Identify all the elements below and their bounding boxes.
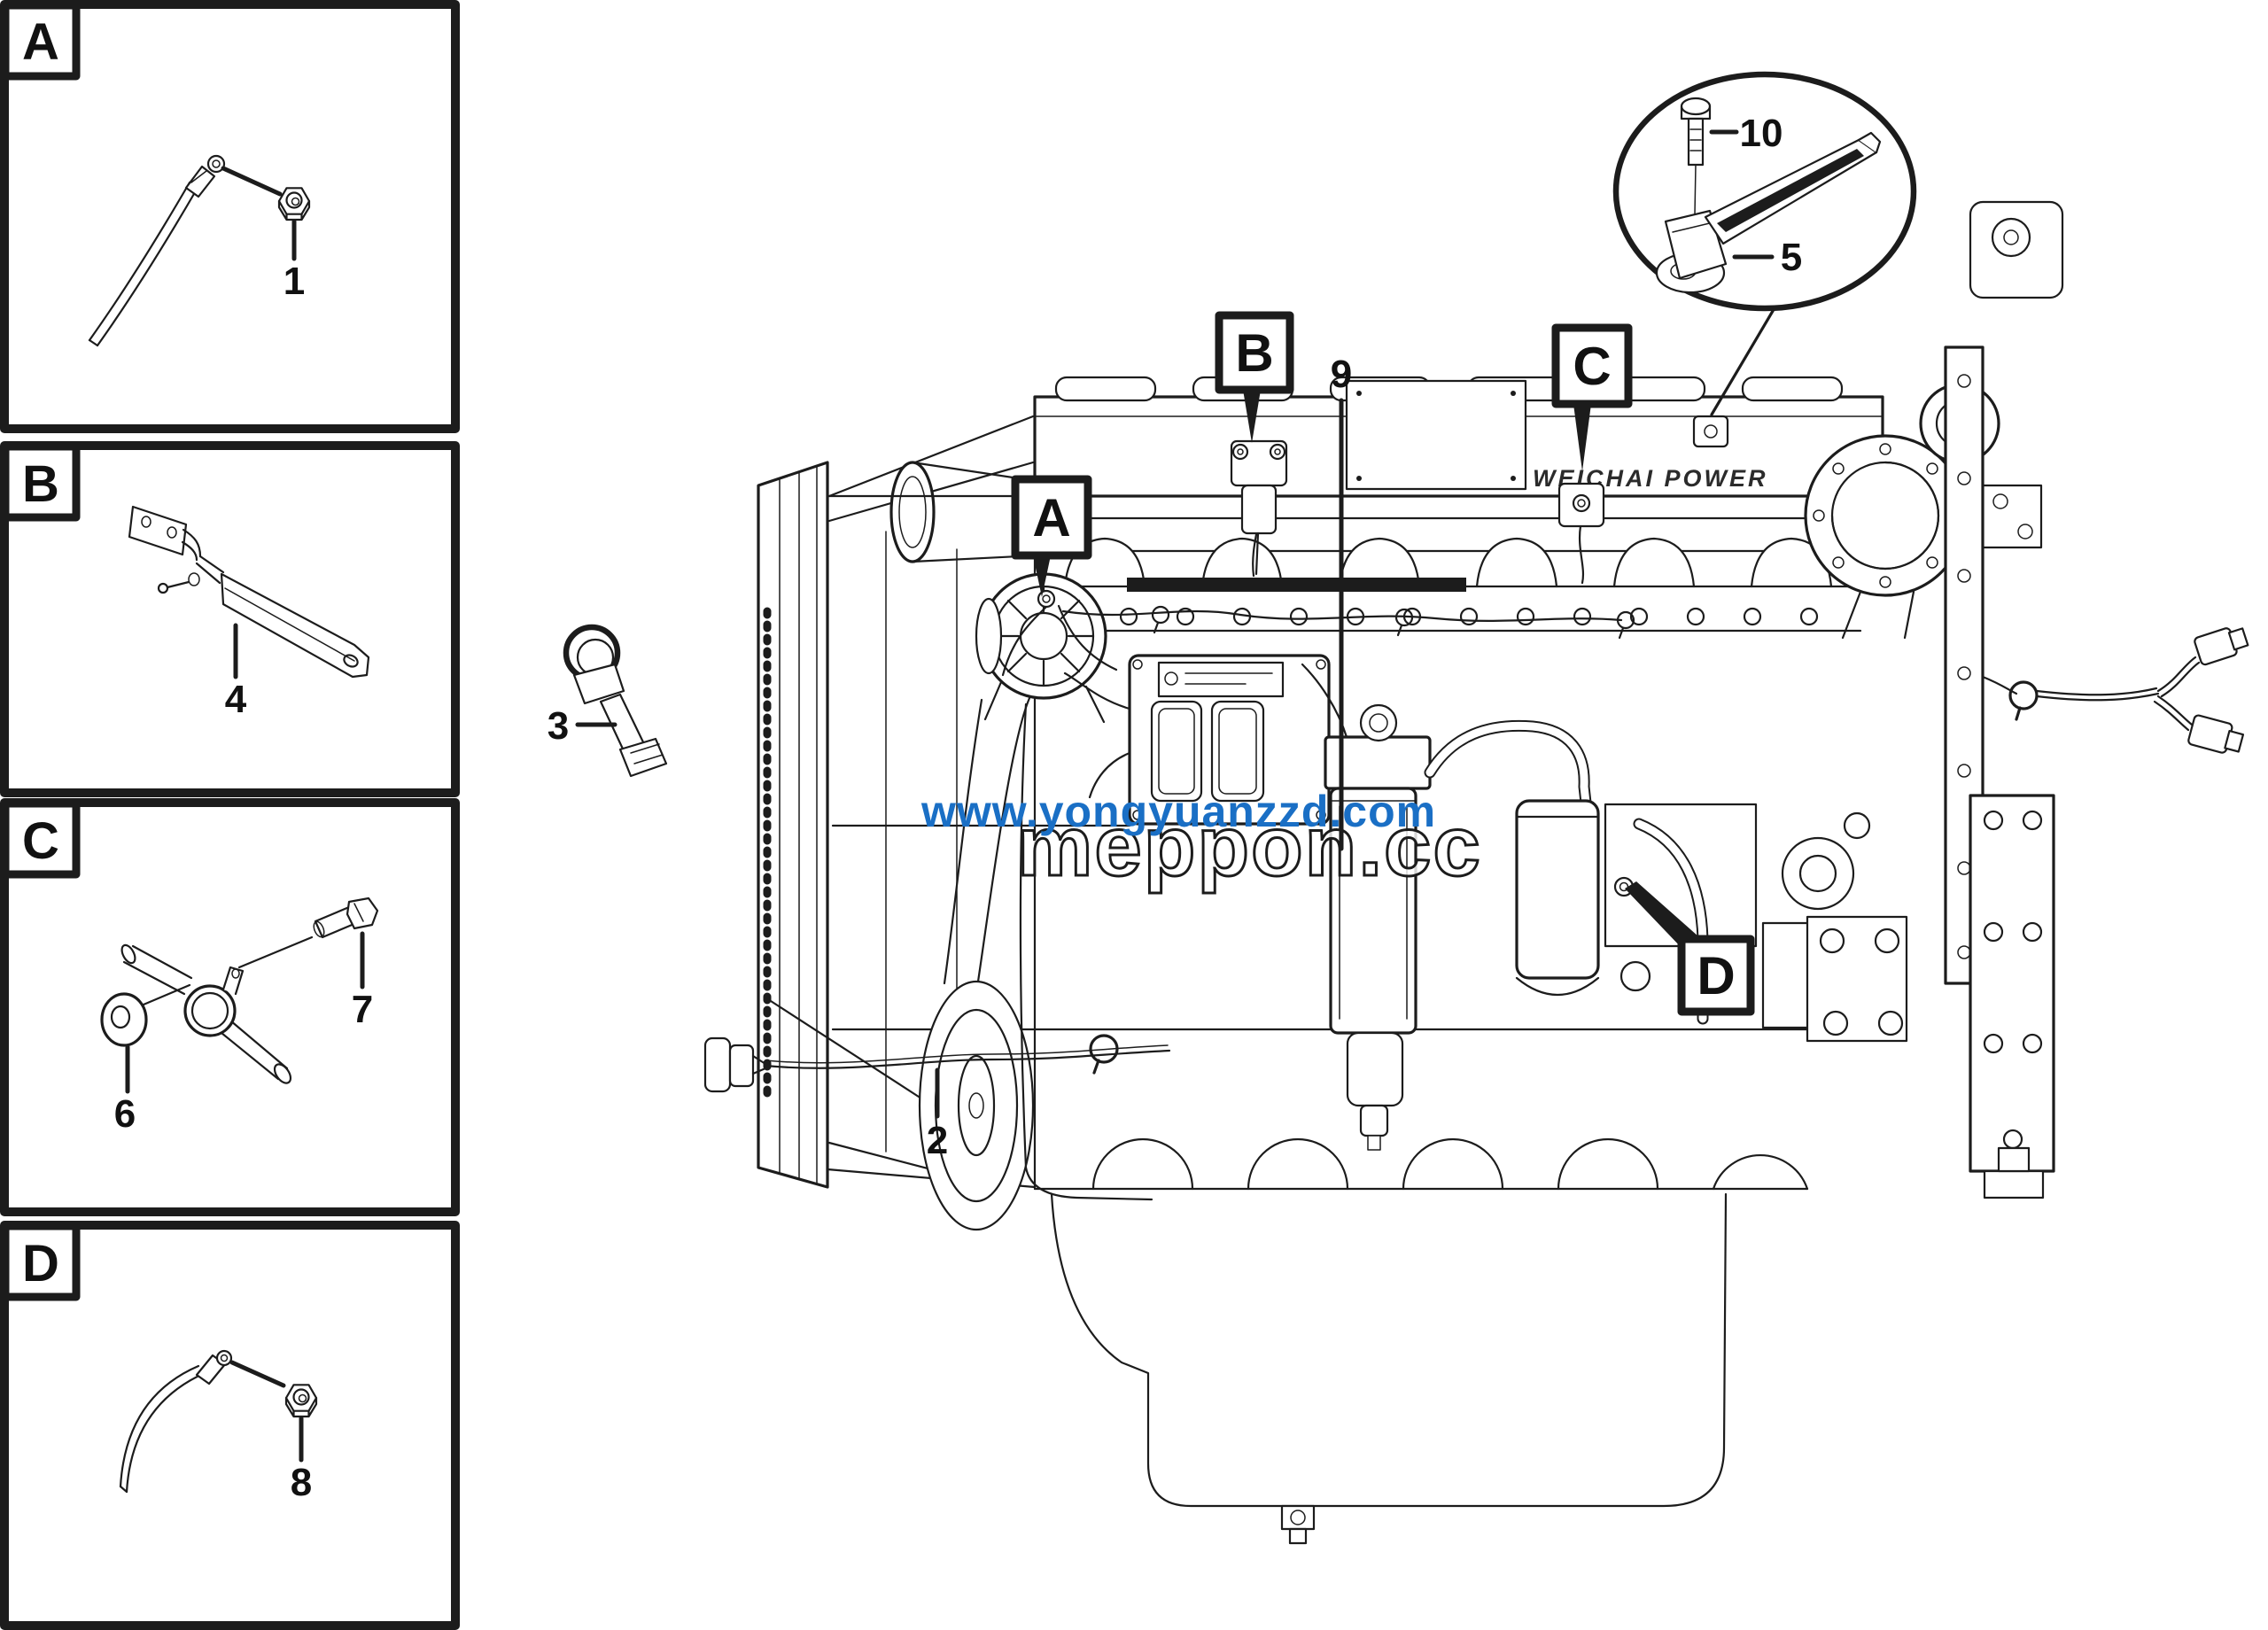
part-number-6: 6: [114, 1092, 136, 1136]
part-number-1: 1: [284, 260, 305, 303]
detail-bubble: 10 5: [1612, 71, 1917, 416]
ecu-module: [1128, 654, 1331, 826]
fuel-filter: [1301, 663, 1432, 1151]
leader-line-8a: [229, 1360, 286, 1388]
callout-a-pointer: [1033, 555, 1051, 597]
engine-illustration: WEICHAI POWER: [563, 200, 2249, 1545]
part-8-nut: [284, 1384, 318, 1418]
part-1-wire: [88, 154, 226, 347]
panel-c: 7 6 C: [0, 798, 460, 1216]
callout-c-box: [1551, 323, 1633, 408]
part-number-2: 2: [927, 1119, 948, 1162]
part-number-4: 4: [225, 678, 247, 721]
part-clamp: [183, 966, 245, 1037]
panel-a-label-box: [1, 1, 81, 81]
part-number-5: 5: [1781, 236, 1802, 279]
part-number-10: 10: [1740, 112, 1783, 155]
right-harness: [1981, 627, 2249, 754]
part-5-cable-tie: [1655, 131, 1882, 294]
part-hose: [120, 943, 292, 1084]
part-6-washer: [100, 992, 148, 1047]
part-number-3: 3: [548, 704, 569, 748]
callout-c-letter: C: [1573, 337, 1611, 396]
fan-shroud: [757, 415, 1035, 1189]
wiring-harness: [1001, 484, 1635, 1201]
bolt-axis-line: [142, 935, 314, 1006]
bearing-arches: [1091, 1137, 1809, 1191]
callout-b-letter: B: [1235, 323, 1273, 383]
callout-d-letter: D: [1697, 946, 1735, 1005]
part-3-sensor: [563, 624, 668, 778]
oil-pan: [1050, 1192, 1728, 1545]
panel-d-label-box: [1, 1222, 81, 1301]
callout-b-box: [1215, 311, 1294, 394]
part-1-nut: [277, 187, 311, 221]
callout-d-box: [1677, 935, 1755, 1016]
part-4-bracket: [128, 505, 370, 679]
callout-c-pointer: [1573, 404, 1591, 471]
part-8-wire: [119, 1349, 233, 1494]
panel-d-letter: D: [22, 1235, 59, 1292]
panel-a: 1 A: [0, 0, 460, 433]
cylinder-head: [1033, 395, 1884, 633]
callout-targets: [1037, 415, 1729, 897]
panel-b-letter: B: [22, 455, 59, 513]
callout-a-letter: A: [1032, 488, 1070, 547]
panel-d: 8 D: [0, 1221, 460, 1630]
part-number-8: 8: [291, 1461, 312, 1504]
part-number-9: 9: [1331, 353, 1352, 396]
bubble-leader: [1710, 305, 1777, 416]
manifold-plate: [1345, 379, 1527, 491]
panel-c-label-box: [1, 799, 81, 879]
alternator: [975, 572, 1107, 724]
panel-b: 4 B: [0, 441, 460, 797]
callout-b-pointer: [1243, 390, 1261, 443]
panel-a-letter: A: [22, 13, 59, 71]
part-7-bolt: [313, 896, 379, 939]
panel-b-label-box: [1, 442, 81, 522]
engine-callouts: A B C D 9 2 3: [548, 311, 1755, 1162]
part-number-7: 7: [352, 988, 373, 1031]
callout-d-pointer: [1625, 881, 1698, 950]
part-2-cable: [703, 1034, 1171, 1093]
valve-cover: WEICHAI POWER: [1033, 376, 1884, 498]
front-housing: [826, 397, 1037, 1231]
panel-c-letter: C: [22, 812, 59, 870]
watermark-ghost: meppon.cc: [1017, 799, 1482, 894]
watermark-url: www.yongyuanzzd.com: [920, 787, 1436, 836]
mount-plates: [1806, 200, 2064, 1199]
intake-elbow: [889, 461, 1026, 563]
harness-rail: [1127, 578, 1466, 592]
leader-line-1: [221, 166, 283, 197]
callout-a-box: [1011, 475, 1092, 560]
